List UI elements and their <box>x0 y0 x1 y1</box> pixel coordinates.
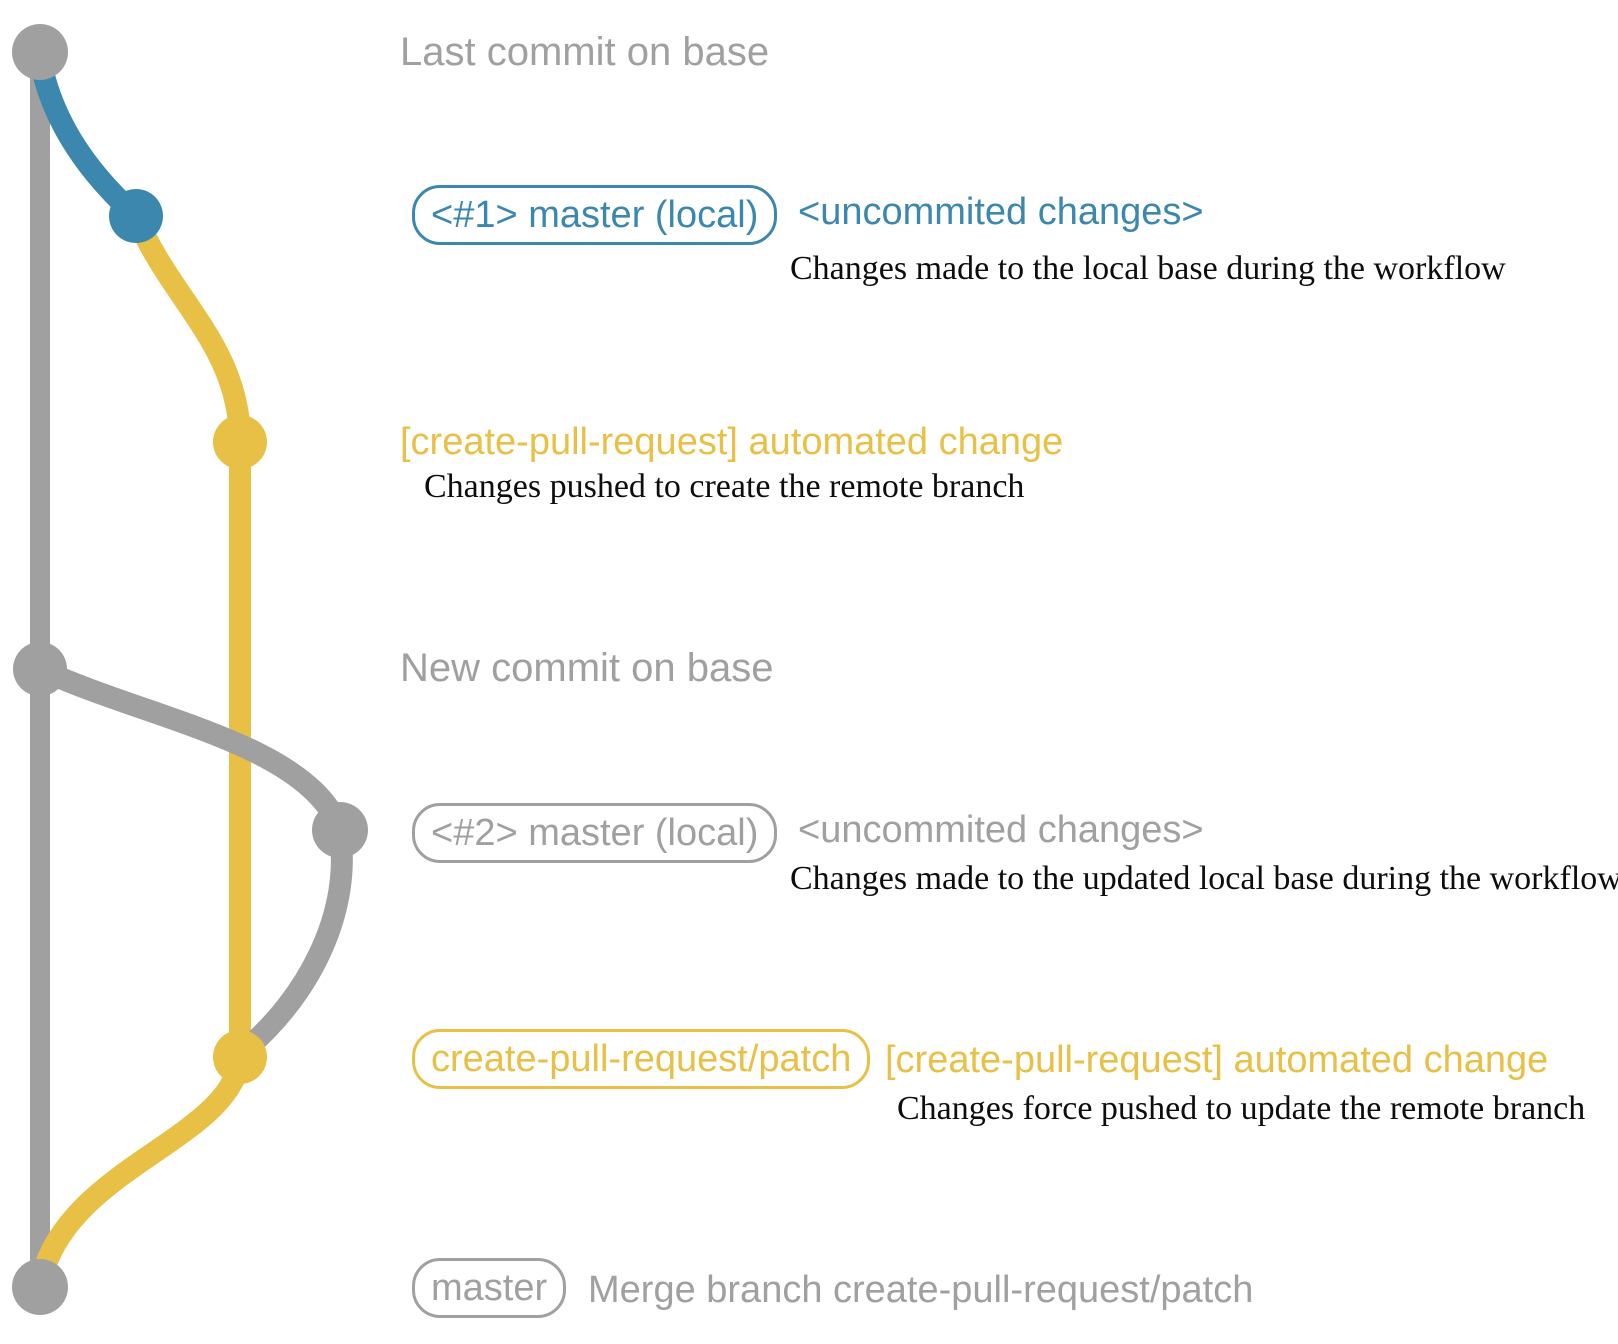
automated-change-1-label: [create-pull-request] automated change <box>400 421 1064 463</box>
merge-commit-node <box>12 1259 68 1315</box>
automated-change-2-label: [create-pull-request] automated change <box>885 1039 1549 1081</box>
local-master-2-branch-curve-in <box>235 821 353 1060</box>
git-graph <box>12 24 368 1315</box>
local-changes-1-description: Changes made to the local base during th… <box>790 250 1506 287</box>
uncommitted-changes-1-label: <uncommited changes> <box>798 191 1204 233</box>
last-commit-node <box>12 24 68 80</box>
pushed-changes-description: Changes pushed to create the remote bran… <box>424 468 1025 505</box>
patch-branch-badge: create-pull-request/patch <box>412 1029 871 1089</box>
force-pushed-changes-description: Changes force pushed to update the remot… <box>897 1090 1586 1127</box>
local-master-2-badge: <#2> master (local) <box>412 803 778 863</box>
new-commit-node <box>13 642 67 696</box>
local-changes-2-description: Changes made to the updated local base d… <box>790 860 1618 897</box>
patch-branch-first-commit-node <box>213 415 267 469</box>
merge-commit-label: Merge branch create-pull-request/patch <box>588 1269 1254 1311</box>
uncommitted-changes-2-label: <uncommited changes> <box>798 809 1204 851</box>
local-master-1-commit-node <box>109 189 163 243</box>
local-master-2-branch-curve-out <box>29 658 349 835</box>
new-commit-label: New commit on base <box>400 646 774 690</box>
last-commit-label: Last commit on base <box>400 30 770 74</box>
patch-branch-updated-commit-node <box>213 1030 267 1084</box>
local-master-branch-curve <box>29 47 147 227</box>
master-badge: master <box>412 1258 567 1318</box>
patch-branch-line <box>29 205 251 1296</box>
local-master-1-badge: <#1> master (local) <box>412 185 778 245</box>
